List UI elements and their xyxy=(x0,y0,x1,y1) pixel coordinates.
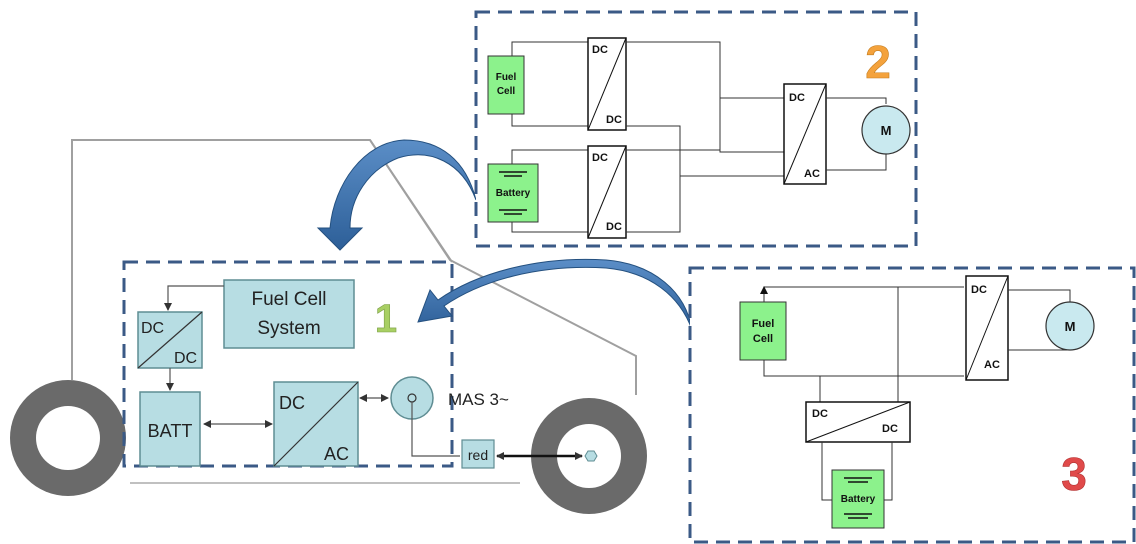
conv-2a-top-label: DC xyxy=(592,44,608,56)
battery-block-2 xyxy=(487,163,539,223)
reducer-label: red xyxy=(468,447,488,463)
fuel-cell-3-label-2: Cell xyxy=(753,333,773,345)
diagram-3: Fuel Cell DC AC M DC DC Battery 3 xyxy=(688,266,1136,544)
battery-3-label: Battery xyxy=(841,494,876,505)
conv-3-left-label: DC xyxy=(812,408,828,420)
inv-3-top-label: DC xyxy=(971,284,987,296)
motor-circle-2 xyxy=(861,105,911,155)
battery-2-label: Battery xyxy=(496,188,531,199)
fuel-cell-system-block xyxy=(223,279,355,349)
fuel-cell-system-label-1: Fuel Cell xyxy=(252,289,327,310)
fuel-cell-block-2 xyxy=(487,55,525,115)
fuel-cell-system-label-2: System xyxy=(257,318,320,339)
battery-label: BATT xyxy=(148,421,193,441)
motor-circle-3 xyxy=(1045,301,1095,351)
fuel-cell-3-label-1: Fuel xyxy=(752,318,775,330)
dashed-frame-2 xyxy=(474,10,918,248)
curved-arrow-from-2 xyxy=(316,139,477,251)
diagram-2: Fuel Cell Battery DC DC DC DC DC AC M xyxy=(474,10,918,248)
diagram-1: Fuel Cell System DC DC BATT DC AC MAS 3~… xyxy=(122,260,598,469)
motor-label: MAS 3~ xyxy=(448,390,509,409)
fuel-cell-block-3 xyxy=(739,301,787,361)
reducer-block xyxy=(461,439,495,469)
inv-3-bottom-label: AC xyxy=(984,359,1000,371)
conv-2b-bottom-label: DC xyxy=(606,221,622,233)
front-wheel xyxy=(10,380,126,496)
dcdc-bottom-label: DC xyxy=(174,350,197,367)
diagram-number-2: 2 xyxy=(865,36,891,88)
dcac-top-label: DC xyxy=(279,393,305,413)
conv-2a-bottom-label: DC xyxy=(606,114,622,126)
dcdc-top-label: DC xyxy=(141,320,164,337)
curved-arrow-from-3 xyxy=(417,258,693,331)
inv-2-top-label: DC xyxy=(789,92,805,104)
conv-3-right-label: DC xyxy=(882,423,898,435)
fuel-cell-2-label-2: Cell xyxy=(497,86,516,97)
fuel-cell-2-label-1: Fuel xyxy=(496,72,517,83)
motor-3-label: M xyxy=(1065,319,1076,334)
axle-hub xyxy=(584,450,598,462)
battery-block xyxy=(139,391,201,467)
conv-2b-top-label: DC xyxy=(592,152,608,164)
motor-2-label: M xyxy=(881,123,892,138)
inv-2-bottom-label: AC xyxy=(804,168,820,180)
diagram-number-1: 1 xyxy=(375,297,397,341)
dcac-bottom-label: AC xyxy=(324,444,349,464)
diagram-number-3: 3 xyxy=(1061,448,1087,500)
